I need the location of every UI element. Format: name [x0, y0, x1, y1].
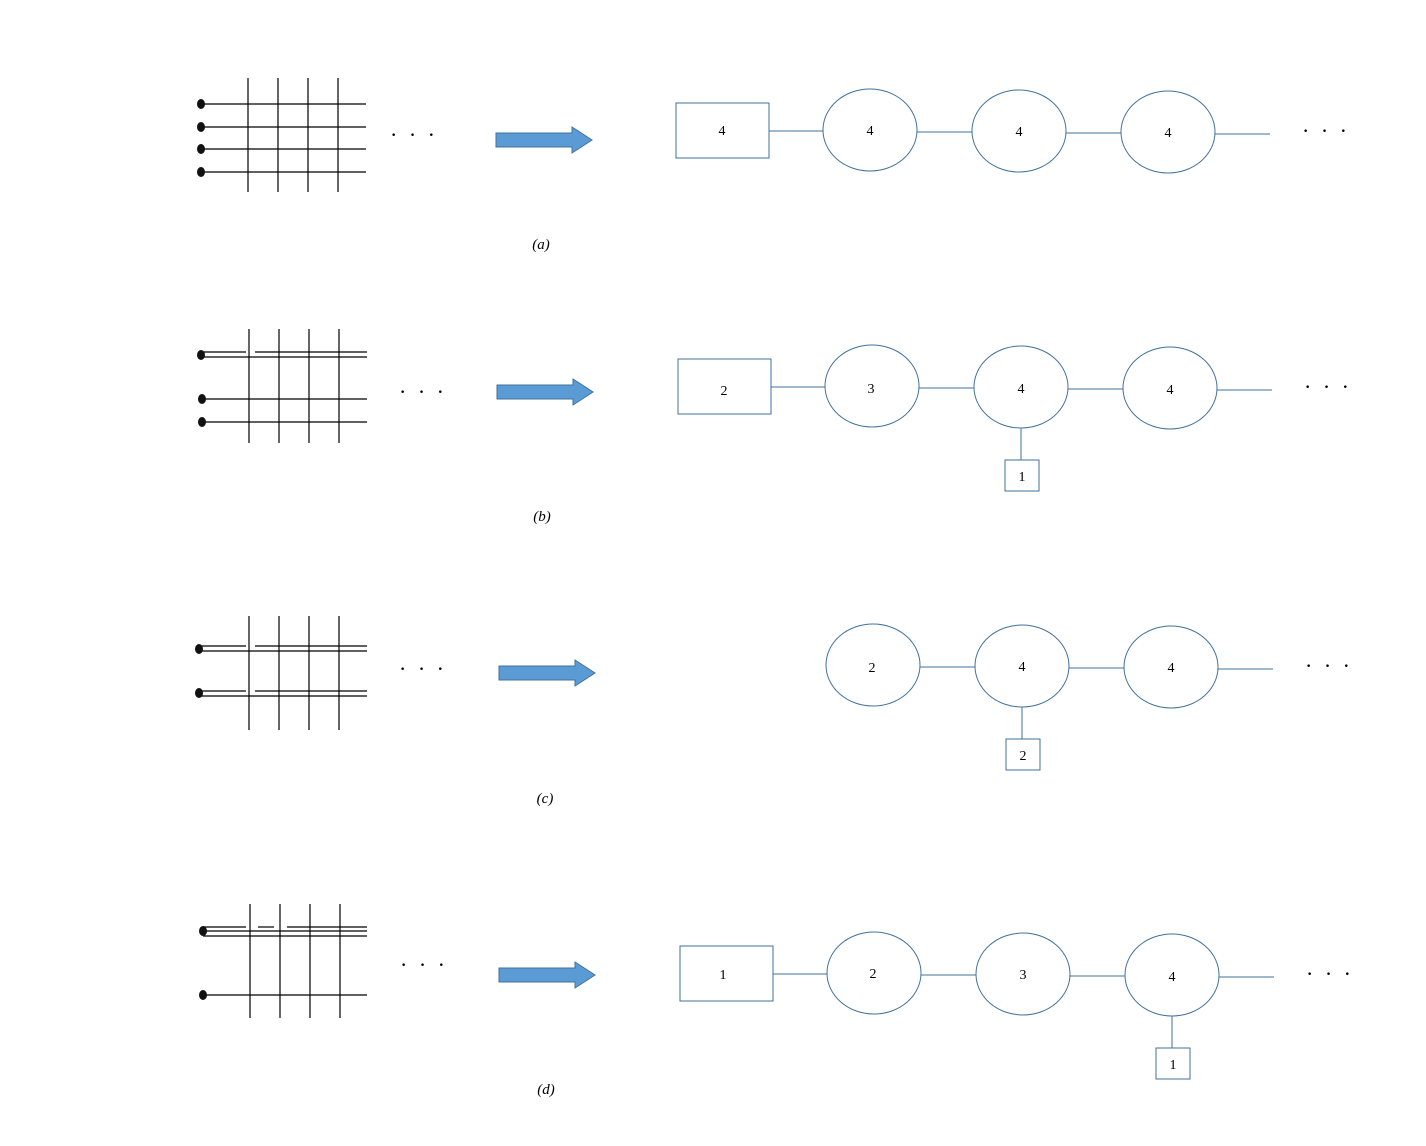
node-label: 4	[1019, 660, 1026, 675]
node-label: 3	[868, 382, 875, 397]
wire-endpoint	[195, 644, 203, 654]
tree-node	[1120, 90, 1216, 174]
leaf-box-label: 1	[1019, 470, 1026, 485]
panel-c: · · · 2 4 4 2 · · · (c)	[195, 616, 1353, 807]
wire-endpoint	[199, 926, 207, 936]
tree-node	[973, 345, 1069, 429]
grid-continuation: · · ·	[399, 656, 447, 681]
grid-continuation: · · ·	[399, 379, 447, 404]
leaf-box-label: 1	[1170, 1058, 1177, 1073]
wire-endpoint	[195, 688, 203, 698]
node-label: 4	[1016, 125, 1023, 140]
transform-arrow	[496, 378, 594, 406]
tree-b	[677, 344, 1272, 492]
wire-endpoint	[197, 167, 205, 177]
tree-node	[826, 931, 922, 1015]
tree-node	[974, 624, 1070, 708]
wire-endpoint	[199, 990, 207, 1000]
head-box-label: 1	[720, 968, 727, 983]
grid-d	[199, 904, 367, 1018]
head-box-label: 4	[719, 124, 726, 139]
wire-endpoint	[198, 417, 206, 427]
grid-c	[195, 616, 367, 730]
tree-node	[975, 932, 1071, 1016]
node-label: 2	[869, 661, 876, 676]
tree-continuation: · · ·	[1302, 118, 1350, 143]
wire-endpoint	[197, 144, 205, 154]
tree-d	[679, 931, 1274, 1080]
tree-node	[971, 89, 1067, 173]
node-label: 3	[1020, 968, 1027, 983]
leaf-box	[1155, 1047, 1191, 1080]
node-label: 4	[867, 124, 874, 139]
tree-continuation: · · ·	[1304, 374, 1352, 399]
panel-d: · · · 1 2 3 4 1 · · · (d)	[199, 904, 1354, 1098]
head-box	[677, 358, 772, 415]
wire-endpoint	[198, 394, 206, 404]
tree-c	[825, 623, 1273, 771]
tree-node	[825, 623, 921, 707]
head-box-label: 2	[721, 384, 728, 399]
head-box	[679, 945, 774, 1002]
tree-node	[1122, 346, 1218, 430]
head-box	[675, 102, 770, 159]
panel-caption: (b)	[533, 509, 551, 525]
leaf-box-label: 2	[1020, 749, 1027, 764]
node-label: 4	[1167, 383, 1174, 398]
tree-node	[1124, 933, 1220, 1017]
node-label: 2	[870, 967, 877, 982]
grid-continuation: · · ·	[400, 952, 448, 977]
tree-a	[675, 88, 1270, 174]
tree-node	[822, 88, 918, 172]
grid-a	[197, 78, 366, 192]
panel-caption: (d)	[537, 1082, 555, 1098]
transform-arrow	[498, 961, 596, 989]
leaf-box	[1004, 459, 1040, 492]
panel-a: · · · 4 4 4 4 · · · (a)	[197, 78, 1350, 253]
wire-endpoint	[197, 350, 205, 360]
node-label: 4	[1165, 126, 1172, 141]
tree-node	[824, 344, 920, 428]
node-label: 4	[1018, 382, 1025, 397]
panel-b: · · · 2 3 4 4 1 · · · (b)	[197, 329, 1352, 525]
node-label: 4	[1169, 970, 1176, 985]
tree-node	[1123, 625, 1219, 709]
panel-caption: (c)	[537, 791, 554, 807]
leaf-box	[1005, 738, 1041, 771]
wire-endpoint	[197, 122, 205, 132]
transform-arrow	[495, 126, 593, 154]
grid-continuation: · · ·	[390, 122, 438, 147]
tree-continuation: · · ·	[1305, 653, 1353, 678]
panel-caption: (a)	[532, 237, 550, 253]
wire-endpoint	[197, 99, 205, 109]
transform-arrow	[498, 659, 596, 687]
grid-b	[197, 329, 367, 443]
tree-continuation: · · ·	[1306, 961, 1354, 986]
node-label: 4	[1168, 661, 1175, 676]
